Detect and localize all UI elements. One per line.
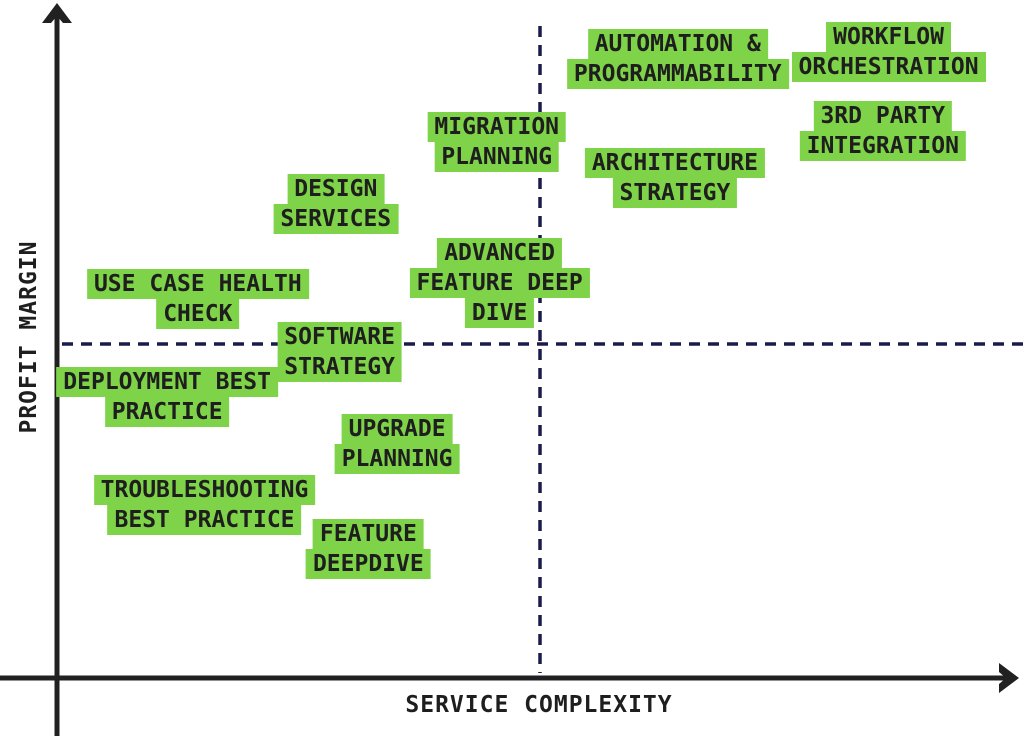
label-automation-programmability: AUTOMATION &PROGRAMMABILITY — [566, 28, 789, 89]
label-line: FEATURE — [312, 518, 424, 549]
label-line: PLANNING — [334, 444, 460, 475]
label-line: AUTOMATION & — [587, 28, 768, 59]
label-line: PLANNING — [434, 142, 560, 172]
label-line: STRATEGY — [612, 178, 738, 209]
label-line: DEPLOYMENT BEST — [56, 367, 279, 398]
label-line: BEST PRACTICE — [107, 505, 302, 536]
label-line: SOFTWARE — [277, 321, 402, 352]
label-line: STRATEGY — [277, 351, 402, 382]
label-line: ORCHESTRATION — [791, 52, 986, 83]
label-line: 3RD PARTY — [813, 101, 953, 132]
label-line: MIGRATION — [427, 112, 567, 142]
label-line: SERVICES — [273, 204, 399, 235]
label-line: ARCHITECTURE — [584, 148, 765, 179]
label-line: INTEGRATION — [799, 131, 966, 162]
label-line: WORKFLOW — [826, 22, 951, 53]
label-line: PROGRAMMABILITY — [566, 58, 789, 89]
x-axis-arrow-icon — [999, 663, 1019, 693]
label-line: FEATURE DEEP — [409, 267, 590, 298]
label-line: DEEPDIVE — [305, 548, 431, 579]
label-line: USE CASE HEALTH — [86, 268, 309, 299]
label-line: UPGRADE — [341, 414, 453, 445]
label-line: DESIGN — [287, 174, 385, 205]
label-line: ADVANCED — [437, 237, 562, 268]
x-axis-label: SERVICE COMPLEXITY — [405, 692, 673, 718]
label-line: TROUBLESHOOTING — [93, 475, 316, 506]
label-line: PRACTICE — [104, 397, 230, 428]
y-axis-arrow-icon — [42, 3, 72, 23]
label-line: DIVE — [464, 297, 535, 328]
label-line: CHECK — [156, 298, 240, 329]
